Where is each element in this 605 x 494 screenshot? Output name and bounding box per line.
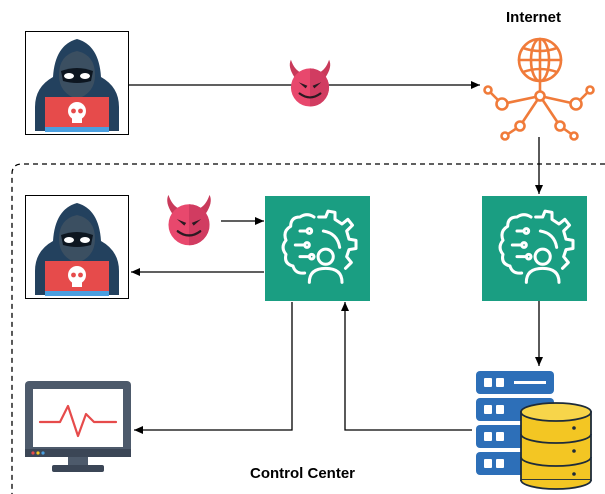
control-center-label: Control Center <box>250 465 355 482</box>
devil-icon <box>166 193 212 247</box>
ai-brain-gear-icon <box>265 196 370 301</box>
monitor-pulse-icon <box>25 381 131 472</box>
hacker-icon <box>25 31 129 135</box>
hacker-icon <box>25 195 129 299</box>
devil-icon <box>288 58 332 108</box>
globe-network-icon <box>483 37 595 141</box>
server-database-icon <box>476 371 592 490</box>
ai-brain-gear-icon <box>482 196 587 301</box>
internet-label: Internet <box>506 9 562 26</box>
edge-agent-left-to-monitor <box>134 302 293 434</box>
edge-database-to-agent-left <box>341 302 472 431</box>
